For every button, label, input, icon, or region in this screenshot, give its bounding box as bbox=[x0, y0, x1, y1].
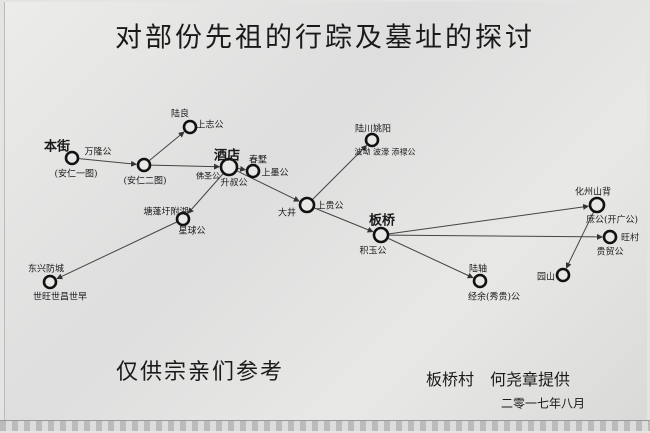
footer-note: 仅供宗亲们参考 bbox=[115, 360, 285, 385]
label-yuanshan-place: 园山 bbox=[536, 272, 556, 283]
label-luchuan-place: 陆川姚阳 bbox=[354, 124, 392, 135]
label-dongxing-person: 世旺世昌世早 bbox=[32, 292, 88, 303]
label-jiudian-place: 酒店 bbox=[213, 148, 241, 164]
paper bbox=[4, 2, 647, 430]
edge-jiudian-tangpeng bbox=[187, 173, 224, 214]
edge-benjie-anren2 bbox=[78, 158, 138, 167]
label-chunshu-place: 春墅 bbox=[248, 155, 268, 166]
edge-huazhou-yuanshan bbox=[565, 211, 594, 269]
edge-jiudian-dajing bbox=[236, 170, 300, 202]
label-tangpeng-person: 星球公 bbox=[178, 226, 206, 237]
node-luchuan bbox=[364, 132, 380, 148]
edge-jiudian-chunshu bbox=[237, 165, 247, 172]
label-benjie-place: 本街 bbox=[43, 139, 71, 155]
label-luchuan-person: 波坳 波濠 添禄公 bbox=[354, 147, 416, 157]
node-wangcun bbox=[602, 229, 618, 245]
node-dongxing bbox=[42, 274, 58, 290]
node-jiudian bbox=[219, 157, 239, 177]
label-wangcun-place: 旺村 bbox=[620, 233, 640, 244]
label-wangcun-person: 贵贸公 bbox=[596, 247, 624, 258]
node-luzhou bbox=[472, 273, 488, 289]
label-huazhou-person: 庶公(开广公) bbox=[585, 215, 639, 226]
label-luzhou-person: 经余(秀贵)公 bbox=[467, 292, 521, 303]
label-jiudian-person2: 佛圣公 bbox=[196, 171, 220, 181]
node-huazhou bbox=[588, 196, 606, 214]
label-anren2-note: (安仁二图) bbox=[123, 176, 167, 187]
node-luliang bbox=[182, 119, 198, 135]
label-huazhou-place: 化州山背 bbox=[574, 187, 612, 198]
label-dongxing-place: 东兴防城 bbox=[27, 264, 65, 275]
footer-date: 二零一七年八月 bbox=[500, 396, 586, 411]
edge-banqiao-wangcun bbox=[388, 233, 604, 240]
label-dajing-person: 上贵公 bbox=[316, 201, 344, 212]
label-banqiao-person: 积玉公 bbox=[359, 246, 387, 257]
edge-banqiao-luzhou bbox=[388, 237, 474, 279]
label-chunshu-person: 上墨公 bbox=[261, 168, 289, 179]
label-luliang-person: 上志公 bbox=[196, 120, 224, 131]
label-luzhou-place: 陆轴 bbox=[468, 264, 488, 275]
label-banqiao-place: 板桥 bbox=[368, 213, 396, 229]
node-tangpeng bbox=[175, 211, 191, 227]
label-benjie-note: (安仁一图) bbox=[54, 169, 98, 180]
edge-anren2-luliang bbox=[149, 131, 185, 161]
node-benjie bbox=[64, 150, 80, 166]
node-dajing bbox=[298, 196, 316, 214]
page-title: 对部份先祖的行踪及墓址的探讨 bbox=[115, 22, 535, 54]
node-yuanshan bbox=[555, 267, 571, 283]
edge-banqiao-huazhou bbox=[388, 203, 590, 235]
node-chunshu bbox=[245, 163, 261, 179]
label-tangpeng-place: 塘蓬圩附湖 bbox=[143, 207, 189, 218]
node-anren2 bbox=[136, 157, 152, 173]
node-banqiao bbox=[372, 226, 390, 244]
decorative-border bbox=[0, 420, 650, 431]
edge-dajing-luchuan bbox=[312, 144, 368, 200]
label-benjie-person: 万隆公 bbox=[84, 147, 112, 158]
edge-anren2-jiudian bbox=[150, 163, 221, 170]
edge-tangpeng-dongxing bbox=[56, 221, 177, 280]
label-dajing-place: 大井 bbox=[277, 208, 297, 219]
label-luliang-place: 陆良 bbox=[170, 109, 190, 120]
edge-dajing-banqiao bbox=[314, 207, 374, 233]
footer-credit: 板桥村 何尧章提供 bbox=[425, 370, 571, 389]
label-jiudian-person: 升叔公 bbox=[220, 178, 248, 189]
